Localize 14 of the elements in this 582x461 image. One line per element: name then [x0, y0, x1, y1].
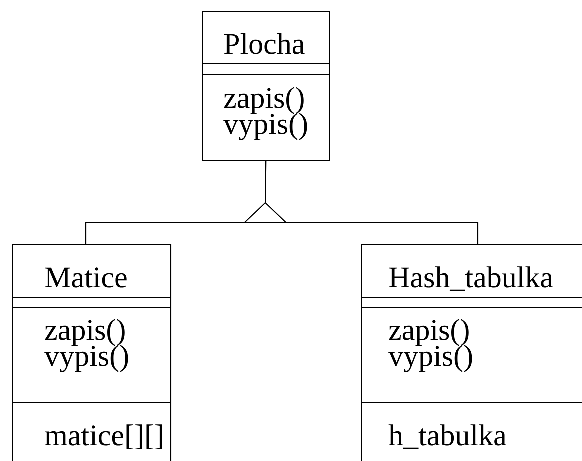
- attribute-text: matice[][]: [45, 424, 162, 450]
- attribute-text: h_tabulka: [388, 424, 506, 450]
- method-text: zapis(): [389, 319, 469, 346]
- method-text: vypis(): [44, 345, 128, 372]
- class-box: [202, 11, 330, 162]
- class-name: Plocha: [224, 33, 305, 54]
- method-text: zapis(): [45, 319, 125, 346]
- method-text: vypis(): [388, 345, 472, 372]
- class-box: [361, 244, 582, 461]
- method-text: zapis(): [224, 87, 304, 114]
- method-text: vypis(): [224, 113, 308, 140]
- class-box: [12, 244, 172, 461]
- class-name: Matice: [45, 268, 127, 288]
- class-name: Hash_tabulka: [389, 266, 554, 292]
